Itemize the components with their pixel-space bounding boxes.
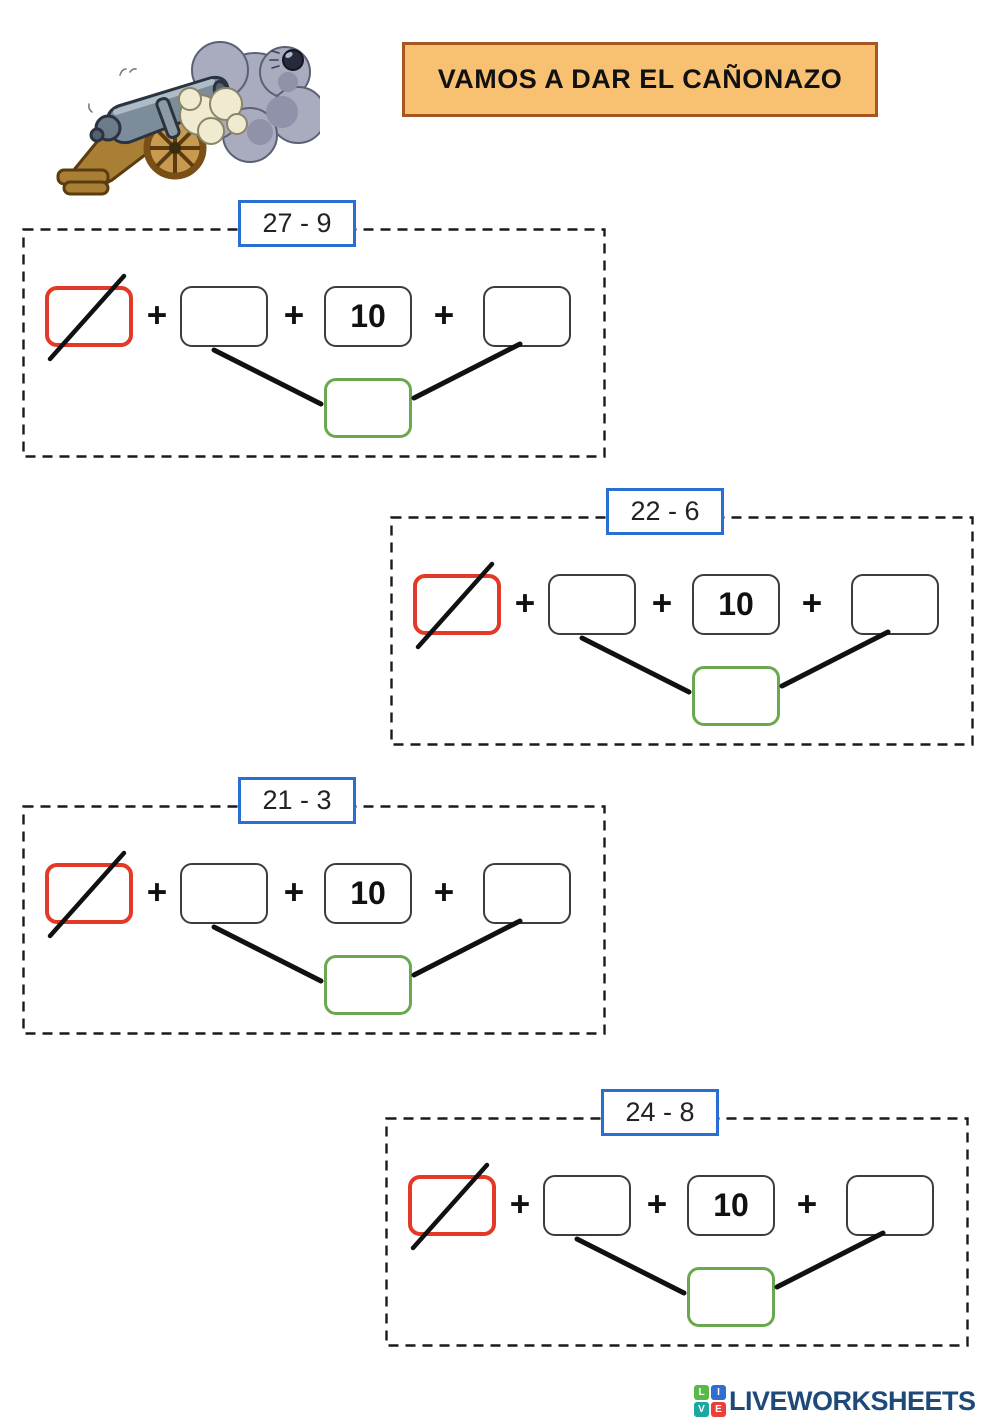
page-title: VAMOS A DAR EL CAÑONAZO <box>437 64 843 94</box>
exercise-block-2: + + 10 + 22 - 6 <box>390 488 974 746</box>
answer-box-right[interactable] <box>846 1175 934 1236</box>
cannon-icon <box>56 41 327 196</box>
ten-box: 10 <box>324 863 412 924</box>
answer-box-left[interactable] <box>543 1175 631 1236</box>
liveworksheets-logo-icon: L I V E <box>694 1385 726 1417</box>
plus-sign: + <box>146 873 168 912</box>
sum-answer-box[interactable] <box>324 378 412 438</box>
sum-answer-box[interactable] <box>324 955 412 1015</box>
ten-box: 10 <box>692 574 780 635</box>
plus-sign: + <box>796 1185 818 1224</box>
brand-name: LIVEWORKSHEETS <box>729 1385 976 1416</box>
exercise-block-3: + + 10 + 21 - 3 <box>22 777 606 1035</box>
problem-text: 21 - 3 <box>262 785 332 815</box>
answer-box-right[interactable] <box>851 574 939 635</box>
logo-tile-v: V <box>694 1402 709 1417</box>
crossed-number-box <box>413 574 501 635</box>
logo-tile-l: L <box>694 1385 709 1400</box>
answer-box-right[interactable] <box>483 863 571 924</box>
plus-sign: + <box>509 1185 531 1224</box>
problem-label: 24 - 8 <box>601 1089 719 1136</box>
problem-label: 21 - 3 <box>238 777 356 824</box>
answer-box-left[interactable] <box>548 574 636 635</box>
exercise-block-1: + + 10 + 27 - 9 <box>22 200 606 458</box>
plus-sign: + <box>433 296 455 335</box>
plus-sign: + <box>646 1185 668 1224</box>
ten-value: 10 <box>350 875 386 911</box>
footer: L I V E LIVEWORKSHEETS <box>694 1385 976 1417</box>
plus-sign: + <box>651 584 673 623</box>
crossed-number-box <box>45 286 133 347</box>
answer-box-right[interactable] <box>483 286 571 347</box>
answer-box-left[interactable] <box>180 286 268 347</box>
crossed-number-box <box>45 863 133 924</box>
plus-sign: + <box>283 873 305 912</box>
problem-label: 22 - 6 <box>606 488 724 535</box>
answer-box-left[interactable] <box>180 863 268 924</box>
plus-sign: + <box>433 873 455 912</box>
ten-box: 10 <box>324 286 412 347</box>
problem-text: 24 - 8 <box>625 1097 695 1127</box>
ten-value: 10 <box>718 586 754 622</box>
cannonball <box>282 49 304 71</box>
logo-tile-e: E <box>711 1402 726 1417</box>
problem-text: 27 - 9 <box>262 208 332 238</box>
cannon-illustration <box>50 20 327 200</box>
problem-text: 22 - 6 <box>630 496 700 526</box>
plus-sign: + <box>514 584 536 623</box>
sum-answer-box[interactable] <box>692 666 780 726</box>
plus-sign: + <box>146 296 168 335</box>
ten-box: 10 <box>687 1175 775 1236</box>
ten-value: 10 <box>713 1187 749 1223</box>
crossed-number-box <box>408 1175 496 1236</box>
sum-answer-box[interactable] <box>687 1267 775 1327</box>
plus-sign: + <box>801 584 823 623</box>
logo-tile-i: I <box>711 1385 726 1400</box>
exercise-block-4: + + 10 + 24 - 8 <box>385 1089 969 1347</box>
plus-sign: + <box>283 296 305 335</box>
ten-value: 10 <box>350 298 386 334</box>
problem-label: 27 - 9 <box>238 200 356 247</box>
title-banner: VAMOS A DAR EL CAÑONAZO <box>402 42 878 117</box>
